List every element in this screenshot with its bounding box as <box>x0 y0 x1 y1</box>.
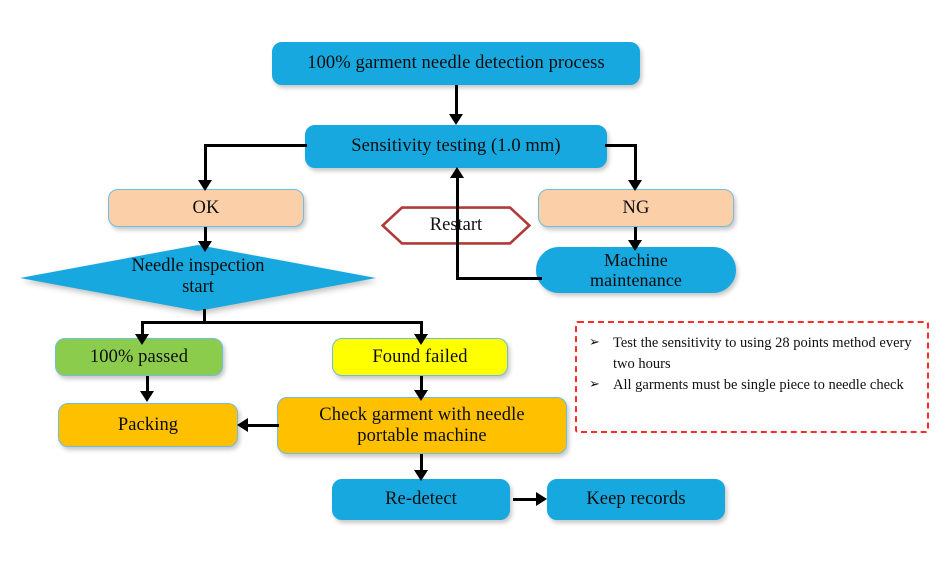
node-found-failed-label: Found failed <box>372 346 468 367</box>
connector-check-garment-to-redetect <box>420 454 423 475</box>
connector-restart-to-sensitivity-vertical <box>456 178 459 279</box>
connector-check-garment-to-packing <box>248 424 279 427</box>
node-needle-inspection-label: Needle inspection start <box>131 255 265 297</box>
connector-sensitivity-to-ok-vertical <box>204 144 207 184</box>
connector-failed-to-check-garment <box>420 376 423 395</box>
node-check-garment-label: Check garment with needle portable machi… <box>319 404 525 446</box>
connector-split-to-failed <box>420 321 423 339</box>
connector-passed-to-packing <box>146 376 149 396</box>
arrowhead-redetect-to-keep-records <box>536 492 547 506</box>
arrow-bullet-icon: ➢ <box>589 334 600 349</box>
node-needle-inspection[interactable]: Needle inspection start <box>20 245 376 311</box>
notes-callout: ➢ Test the sensitivity to using 28 point… <box>575 321 929 433</box>
node-restart-label: Restart <box>429 215 483 235</box>
node-ng[interactable]: NG <box>538 189 734 227</box>
node-machine-maintenance[interactable]: Machine maintenance <box>536 247 736 293</box>
node-sensitivity-testing[interactable]: Sensitivity testing (1.0 mm) <box>305 125 607 168</box>
connector-split-to-passed <box>141 321 144 339</box>
connector-start-to-sensitivity <box>455 85 458 117</box>
arrowhead-failed-to-check-garment <box>414 390 428 401</box>
arrowhead-start-to-sensitivity <box>449 114 463 125</box>
connector-sensitivity-to-ng-vertical <box>634 144 637 184</box>
connector-needle-inspection-split <box>141 321 423 324</box>
connector-ng-to-machine-maintenance <box>634 227 637 246</box>
note-item: ➢ Test the sensitivity to using 28 point… <box>587 333 915 374</box>
arrow-bullet-icon: ➢ <box>589 376 600 392</box>
connector-redetect-to-keep-records <box>513 498 538 501</box>
connector-needle-inspection-stem <box>203 309 206 323</box>
node-100-percent-passed-label: 100% passed <box>89 346 189 367</box>
arrowhead-split-to-passed <box>135 334 149 345</box>
node-redetect[interactable]: Re-detect <box>332 479 510 520</box>
node-machine-maintenance-label: Machine maintenance <box>589 249 683 290</box>
node-check-garment[interactable]: Check garment with needle portable machi… <box>277 397 567 454</box>
notes-list: ➢ Test the sensitivity to using 28 point… <box>587 333 915 396</box>
note-item-text: All garments must be single piece to nee… <box>613 377 904 394</box>
node-start[interactable]: 100% garment needle detection process <box>272 42 640 85</box>
arrowhead-split-to-failed <box>414 334 428 345</box>
node-redetect-label: Re-detect <box>385 489 457 510</box>
node-keep-records[interactable]: Keep records <box>547 479 725 520</box>
node-start-label: 100% garment needle detection process <box>307 53 605 74</box>
node-packing[interactable]: Packing <box>58 403 238 447</box>
node-ng-label: NG <box>622 197 650 218</box>
node-keep-records-label: Keep records <box>586 489 686 510</box>
node-restart[interactable]: Restart <box>381 206 531 245</box>
node-sensitivity-testing-label: Sensitivity testing (1.0 mm) <box>351 136 561 157</box>
arrowhead-ok-to-needle-inspection <box>198 241 212 252</box>
hexagon-shape <box>381 206 531 245</box>
arrowhead-sensitivity-to-ng <box>628 180 642 191</box>
arrowhead-check-garment-to-packing <box>237 418 248 432</box>
connector-sensitivity-to-ng-horizontal <box>605 144 637 147</box>
connector-sensitivity-to-ok-horizontal <box>204 144 307 147</box>
arrowhead-check-garment-to-redetect <box>414 470 428 481</box>
node-packing-label: Packing <box>117 414 179 435</box>
arrowhead-ng-to-machine-maintenance <box>628 240 642 251</box>
node-ok[interactable]: OK <box>108 189 304 227</box>
connector-ok-to-needle-inspection <box>204 227 207 247</box>
connector-maintenance-to-restart-horizontal <box>456 277 542 280</box>
note-item: ➢ All garments must be single piece to n… <box>587 375 915 396</box>
note-item-text: Test the sensitivity to using 28 points … <box>613 335 912 372</box>
arrowhead-passed-to-packing <box>140 391 154 402</box>
arrowhead-sensitivity-to-ok <box>198 180 212 191</box>
arrowhead-restart-to-sensitivity <box>450 167 464 178</box>
node-ok-label: OK <box>192 197 220 218</box>
